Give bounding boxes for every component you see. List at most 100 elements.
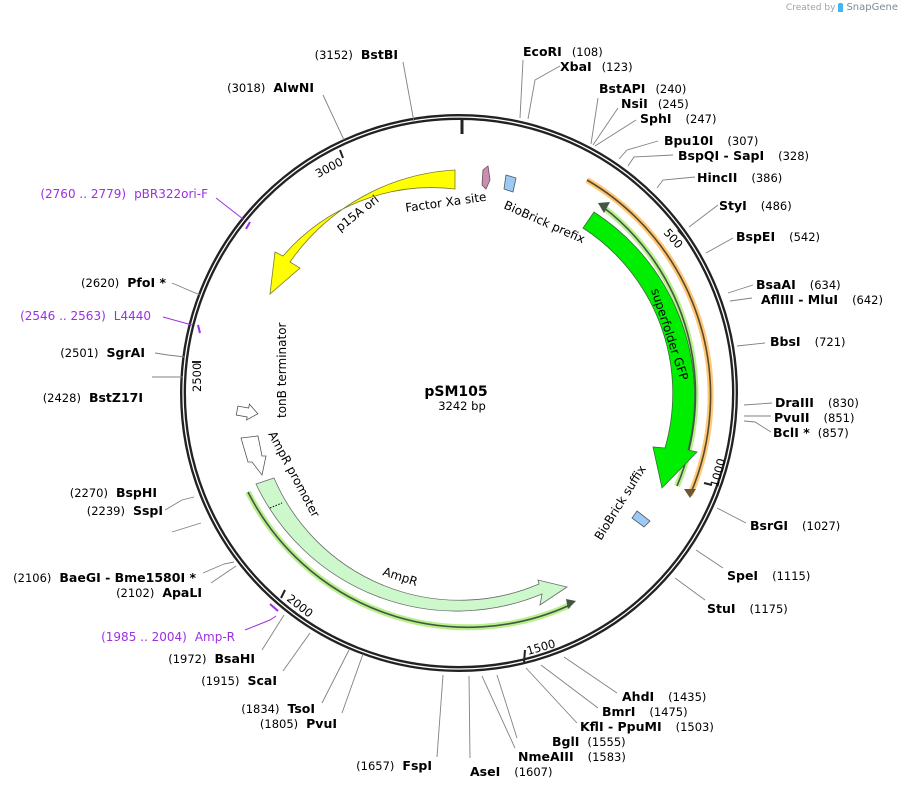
svg-text:NsiI(245): NsiI(245): [621, 96, 689, 111]
enzyme-site-apali[interactable]: (2102)ApaLI: [116, 585, 202, 600]
svg-text:KflI - PpuMI(1503): KflI - PpuMI(1503): [580, 719, 714, 734]
enzyme-site-scai[interactable]: (1915)ScaI: [201, 673, 277, 688]
enzyme-site-spei[interactable]: SpeI(1115): [727, 568, 810, 583]
svg-text:SphI(247): SphI(247): [640, 111, 716, 126]
orf-highlight-green-gfp: [598, 202, 699, 488]
primer-pbr322ori-f[interactable]: (2760 .. 2779)pBR322ori-F: [40, 187, 208, 201]
enzyme-site-bsphi[interactable]: (2270)BspHI: [70, 485, 157, 500]
svg-text:(2546 .. 2563)L4440: (2546 .. 2563)L4440: [20, 309, 151, 323]
svg-text:BspEI(542): BspEI(542): [736, 229, 820, 244]
svg-text:(3152)BstBI: (3152)BstBI: [315, 47, 398, 62]
svg-text:BsrGI(1027): BsrGI(1027): [750, 518, 840, 533]
svg-text:XbaI(123): XbaI(123): [560, 59, 633, 74]
svg-text:BmrI(1475): BmrI(1475): [602, 704, 688, 719]
snapgene-logo-icon: [838, 3, 844, 12]
svg-text:(1805)PvuI: (1805)PvuI: [260, 716, 337, 731]
enzyme-site-kfli-ppumi[interactable]: KflI - PpuMI(1503): [580, 719, 714, 734]
enzyme-site-bpu10i[interactable]: Bpu10I(307): [664, 133, 758, 148]
enzyme-site-stui[interactable]: StuI(1175): [707, 601, 788, 616]
svg-text:(2239)SspI: (2239)SspI: [87, 503, 163, 518]
svg-text:(1915)ScaI: (1915)ScaI: [201, 673, 277, 688]
enzyme-site-bsaai[interactable]: BsaAI(634): [756, 277, 841, 292]
svg-text:(2106)BaeGI - Bme1580I *: (2106)BaeGI - Bme1580I *: [13, 570, 196, 585]
watermark-brand: SnapGene: [846, 2, 898, 13]
svg-text:BsaAI(634): BsaAI(634): [756, 277, 841, 292]
enzyme-site-bsahi[interactable]: (1972)BsaHI: [168, 651, 255, 666]
enzyme-site-bgli[interactable]: BglI(1555): [552, 734, 626, 749]
enzyme-site-pfoi[interactable]: (2620)PfoI *: [81, 275, 166, 290]
primer-l4440[interactable]: (2546 .. 2563)L4440: [20, 309, 151, 323]
svg-text:DraIII(830): DraIII(830): [775, 395, 859, 410]
svg-text:(2760 .. 2779)pBR322ori-F: (2760 .. 2779)pBR322ori-F: [40, 187, 208, 201]
enzyme-site-pvuii[interactable]: PvuII(851): [774, 410, 854, 425]
feature-label-p15a-ori: p15A ori: [333, 192, 381, 234]
feature-label-biobrick-suffix: BioBrick suffix: [592, 463, 649, 543]
primer-amp-r[interactable]: (1985 .. 2004)Amp-R: [101, 630, 235, 644]
enzyme-site-sgrai[interactable]: (2501)SgrAI: [60, 345, 145, 360]
enzyme-site-baegi-bme1580i[interactable]: (2106)BaeGI - Bme1580I *: [13, 570, 196, 585]
svg-text:(2501)SgrAI: (2501)SgrAI: [60, 345, 145, 360]
svg-text:BspQI - SapI(328): BspQI - SapI(328): [678, 148, 809, 163]
svg-text:(2620)PfoI *: (2620)PfoI *: [81, 275, 166, 290]
enzyme-site-bbsi[interactable]: BbsI(721): [770, 334, 846, 349]
feature-label-biobrick-prefix: BioBrick prefix: [502, 198, 587, 246]
enzyme-site-bspei[interactable]: BspEI(542): [736, 229, 820, 244]
enzyme-site-sphi[interactable]: SphI(247): [640, 111, 716, 126]
svg-text:(2270)BspHI: (2270)BspHI: [70, 485, 157, 500]
plasmid-name: pSM105: [424, 384, 487, 400]
enzyme-site-styi[interactable]: StyI(486): [719, 198, 792, 213]
feature-tonb-terminator[interactable]: tonB terminator: [235, 322, 289, 421]
enzyme-site-bspqi-sapi[interactable]: BspQI - SapI(328): [678, 148, 809, 163]
svg-text:(1657)FspI: (1657)FspI: [356, 758, 432, 773]
enzyme-site-hincii[interactable]: HincII(386): [697, 170, 782, 185]
svg-text:StuI(1175): StuI(1175): [707, 601, 788, 616]
enzyme-site-afliii-mlui[interactable]: AflIII - MluI(642): [761, 292, 883, 307]
enzyme-site-sspi[interactable]: (2239)SspI: [87, 503, 163, 518]
feature-biobrick-prefix[interactable]: BioBrick prefix: [502, 174, 587, 246]
enzyme-site-ecori[interactable]: EcoRI(108): [523, 44, 603, 59]
orf-highlight-green-ampr: [245, 490, 576, 631]
enzyme-site-bcli[interactable]: BclI *(857): [773, 425, 849, 440]
watermark-prefix: Created by: [785, 2, 836, 13]
svg-text:EcoRI(108): EcoRI(108): [523, 44, 603, 59]
enzyme-site-bstbi[interactable]: (3152)BstBI: [315, 47, 398, 62]
svg-text:SpeI(1115): SpeI(1115): [727, 568, 810, 583]
enzyme-site-draiii[interactable]: DraIII(830): [775, 395, 859, 410]
enzyme-site-asei[interactable]: AseI(1607): [470, 764, 553, 779]
snapgene-watermark: Created by SnapGene: [786, 2, 898, 13]
enzyme-site-xbai[interactable]: XbaI(123): [560, 59, 633, 74]
enzyme-site-bstapi[interactable]: BstAPI(240): [599, 81, 686, 96]
enzyme-site-pvui[interactable]: (1805)PvuI: [260, 716, 337, 731]
svg-text:AseI(1607): AseI(1607): [470, 764, 553, 779]
svg-text:StyI(486): StyI(486): [719, 198, 792, 213]
enzyme-site-fspi[interactable]: (1657)FspI: [356, 758, 432, 773]
feature-superfolder-gfp[interactable]: superfolder GFP: [582, 211, 698, 489]
svg-text:NmeAIII(1583): NmeAIII(1583): [518, 749, 626, 764]
enzyme-site-nmeaiii[interactable]: NmeAIII(1583): [518, 749, 626, 764]
backbone: [180, 114, 738, 672]
enzyme-site-nsii[interactable]: NsiI(245): [621, 96, 689, 111]
enzyme-leader-lines: [152, 59, 773, 759]
svg-text:(3018)AlwNI: (3018)AlwNI: [227, 80, 314, 95]
svg-text:BglI(1555): BglI(1555): [552, 734, 626, 749]
svg-text:BstAPI(240): BstAPI(240): [599, 81, 686, 96]
tick-marks: [192, 149, 713, 663]
svg-text:BbsI(721): BbsI(721): [770, 334, 846, 349]
enzyme-site-bsrgi[interactable]: BsrGI(1027): [750, 518, 840, 533]
orf-highlight-orange: [585, 177, 714, 498]
enzyme-site-tsoi[interactable]: (1834)TsoI: [241, 701, 315, 716]
enzyme-site-bstz17i[interactable]: (2428)BstZ17I: [43, 390, 143, 405]
svg-text:(1972)BsaHI: (1972)BsaHI: [168, 651, 255, 666]
feature-label-factor-xa-site: Factor Xa site: [404, 190, 487, 215]
svg-text:(2428)BstZ17I: (2428)BstZ17I: [43, 390, 143, 405]
svg-text:(1834)TsoI: (1834)TsoI: [241, 701, 315, 716]
feature-biobrick-suffix[interactable]: BioBrick suffix: [592, 463, 651, 543]
enzyme-site-ahdi[interactable]: AhdI(1435): [622, 689, 706, 704]
enzyme-site-bmri[interactable]: BmrI(1475): [602, 704, 688, 719]
svg-text:PvuII(851): PvuII(851): [774, 410, 854, 425]
feature-p15a-ori[interactable]: p15A ori: [269, 169, 456, 295]
feature-label-tonb-terminator: tonB terminator: [275, 322, 289, 418]
enzyme-site-alwni[interactable]: (3018)AlwNI: [227, 80, 314, 95]
svg-text:BclI *(857): BclI *(857): [773, 425, 849, 440]
